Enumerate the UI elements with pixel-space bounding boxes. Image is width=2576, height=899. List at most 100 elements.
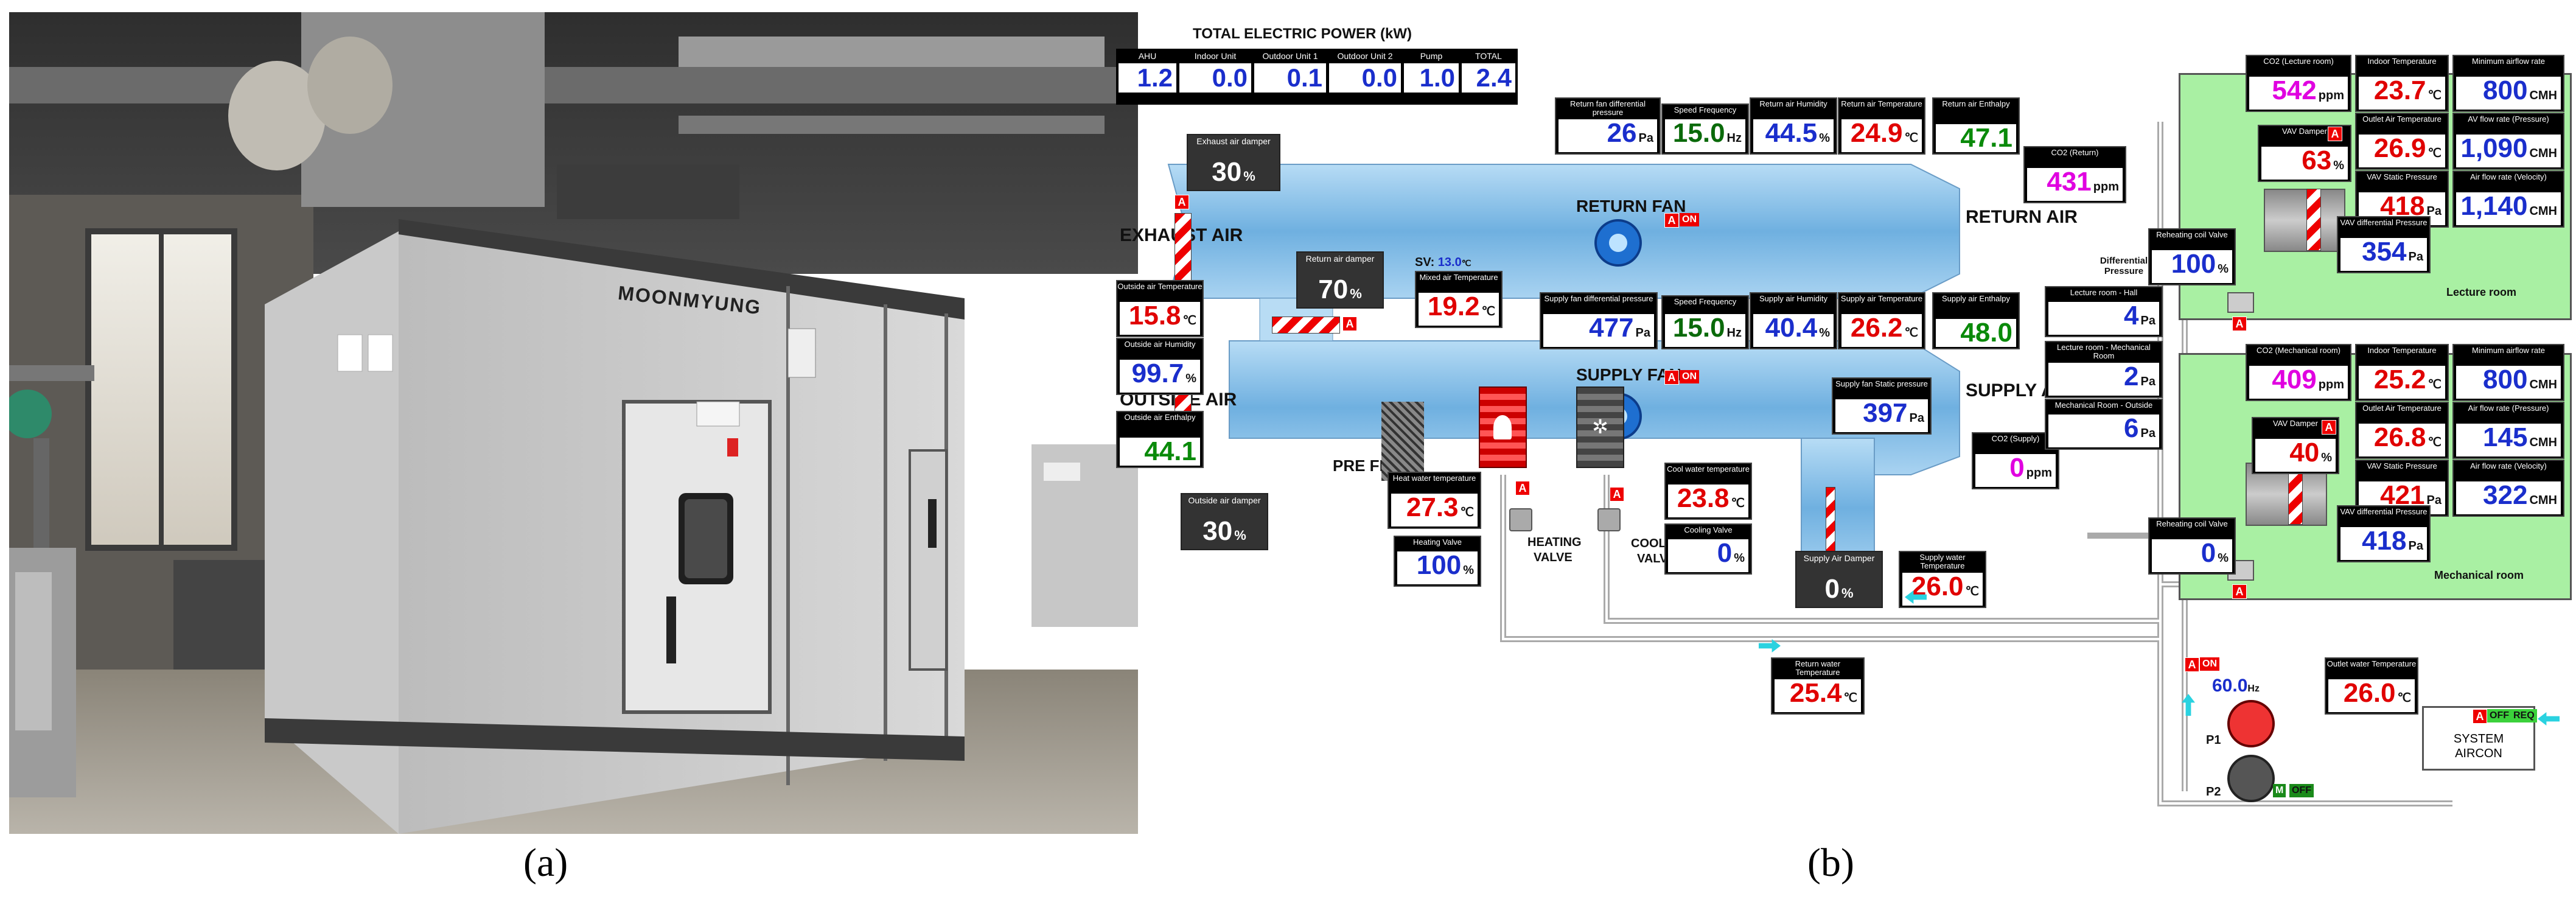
- photo-panel: MOONMYUNG: [9, 12, 1138, 834]
- aircon-req-badge: REQ: [2511, 709, 2537, 722]
- box-title: Heat water temperature: [1392, 474, 1476, 483]
- supply-enth-box: Supply air Enthalpy 48.0: [1932, 292, 2020, 349]
- outside-air-hum-box: Outside air Humidity 99.7%: [1116, 338, 1204, 395]
- box-value: 0: [2009, 453, 2025, 483]
- return-water-temp-box: Return water Temperature 25.4℃: [1771, 657, 1865, 715]
- box-value: 2: [2124, 362, 2139, 391]
- unit: %: [1463, 564, 1474, 577]
- cooling-valve-icon[interactable]: [1597, 508, 1621, 531]
- box-value: 6: [2124, 413, 2139, 443]
- return-fan-icon[interactable]: [1594, 219, 1642, 267]
- unit: Hz: [1726, 131, 1742, 145]
- unit: %: [1234, 528, 1246, 543]
- box-value: 15.0: [1672, 313, 1725, 343]
- return-damper-icon[interactable]: [1272, 317, 1340, 334]
- box-value: 542: [2272, 75, 2317, 105]
- power-col-value: 0.0: [1329, 63, 1401, 93]
- box-value: 48.0: [1960, 318, 2012, 348]
- box-title: CO2 (Return): [2051, 148, 2099, 157]
- box-value: 40: [2289, 438, 2320, 467]
- mixed-air-temp-box: Mixed air Temperature 19.2℃: [1415, 271, 1503, 328]
- unit: Pa: [2140, 314, 2155, 327]
- box-title: Mixed air Temperature: [1419, 273, 1498, 282]
- supply-damper-value: 0: [1824, 574, 1840, 604]
- box-value: 354: [2362, 237, 2407, 267]
- pump-freq-label: 60.0Hz: [2212, 676, 2260, 696]
- power-col-label: Outdoor Unit 2: [1337, 51, 1393, 61]
- supply-fan-auto-badge: A: [1664, 370, 1679, 385]
- unit: Pa: [2426, 494, 2442, 507]
- supply-water-temp-box: Supply water Temperature 26.0℃: [1899, 551, 1986, 608]
- box-title: Lecture room - Mechanical Room: [2057, 343, 2151, 360]
- unit: ℃: [2428, 147, 2442, 160]
- lecture-vav-damper-icon[interactable]: [2306, 189, 2321, 251]
- mech-vav-auto-badge: A: [2322, 420, 2336, 435]
- unit: Pa: [1635, 326, 1650, 340]
- unit: %: [1350, 286, 1362, 301]
- exhaust-damper-icon[interactable]: [1175, 213, 1192, 287]
- unit: %: [1734, 551, 1745, 565]
- return-enth-box: Return air Enthalpy 47.1: [1932, 97, 2020, 155]
- pump-auto-badge: A: [2185, 657, 2199, 672]
- unit: %: [1185, 372, 1196, 385]
- box-title: Reheating coil Valve: [2156, 519, 2228, 528]
- box-value: 27.3: [1406, 492, 1459, 522]
- box-title: Minimum airflow rate: [2472, 346, 2545, 355]
- box-title: VAV Static Pressure: [2367, 461, 2437, 470]
- pump-p1-icon[interactable]: [2227, 700, 2275, 747]
- box-title: Heating Valve: [1413, 537, 1462, 547]
- box-value: 24.9: [1850, 118, 1903, 148]
- system-aircon-box[interactable]: A OFF REQ SYSTEM AIRCON: [2422, 706, 2537, 771]
- box-value: 409: [2272, 365, 2317, 394]
- pump-p1-label: P1: [2206, 733, 2221, 747]
- box-value: 0: [2201, 538, 2216, 568]
- box-value: 322: [2483, 480, 2528, 510]
- box-title: Supply fan Static pressure: [1835, 379, 1928, 388]
- box-title: Outlet Air Temperature: [2362, 114, 2442, 124]
- box-value: 44.1: [1144, 436, 1196, 466]
- box-title: Supply air Temperature: [1840, 294, 1923, 303]
- box-value: 100: [1416, 550, 1462, 580]
- box-value: 800: [2483, 365, 2528, 394]
- unit: ppm: [2026, 466, 2052, 480]
- lecture-reheat-valve-icon[interactable]: [2227, 292, 2254, 313]
- box-title: VAV differential Pressure: [2340, 507, 2428, 516]
- power-col-label: Outdoor Unit 1: [1262, 51, 1318, 61]
- sv-label: SV: 13.0℃: [1415, 256, 1471, 270]
- pump-p2-icon[interactable]: [2227, 755, 2275, 802]
- unit: ppm: [2318, 89, 2344, 102]
- power-col-value: 0.1: [1254, 63, 1326, 93]
- mech-indoor-temp-box: Indoor Temperature 25.2℃: [2355, 344, 2449, 401]
- box-value: 800: [2483, 75, 2528, 105]
- box-value: 1,140: [2460, 191, 2528, 221]
- box-value: 25.4: [1789, 678, 1842, 708]
- power-table: AHU 1.2 Indoor Unit 0.0 Outdoor Unit 1 0…: [1116, 49, 1518, 105]
- unit: ℃: [1481, 305, 1495, 318]
- unit: ℃: [1904, 326, 1918, 340]
- cool-water-temp-box: Cool water temperature 23.8℃: [1664, 463, 1752, 520]
- box-value: 26.8: [2373, 422, 2426, 452]
- box-title: Indoor Temperature: [2367, 346, 2437, 355]
- power-col-label: Pump: [1420, 51, 1443, 61]
- box-value: 44.5: [1765, 118, 1818, 148]
- lecture-vav-icon[interactable]: [2264, 189, 2345, 252]
- mechanical-room-name: Mechanical room: [2434, 569, 2524, 581]
- box-value: 23.7: [2373, 75, 2426, 105]
- unit: %: [1841, 586, 1854, 601]
- unit: Pa: [2408, 250, 2423, 264]
- box-value: 99.7: [1131, 359, 1184, 388]
- box-value: 26.2: [1850, 313, 1903, 343]
- box-title: Supply air Enthalpy: [1941, 294, 2010, 303]
- box-value: 421: [2380, 480, 2425, 510]
- mech-reheat-box: Reheating coil Valve 0%: [2148, 517, 2236, 575]
- box-title: Return air Humidity: [1759, 99, 1827, 108]
- box-value: 0: [1717, 538, 1733, 568]
- box-title: Cooling Valve: [1684, 525, 1733, 534]
- heating-valve-icon[interactable]: [1509, 508, 1532, 531]
- box-title: CO2 (Mechanical room): [2257, 346, 2340, 355]
